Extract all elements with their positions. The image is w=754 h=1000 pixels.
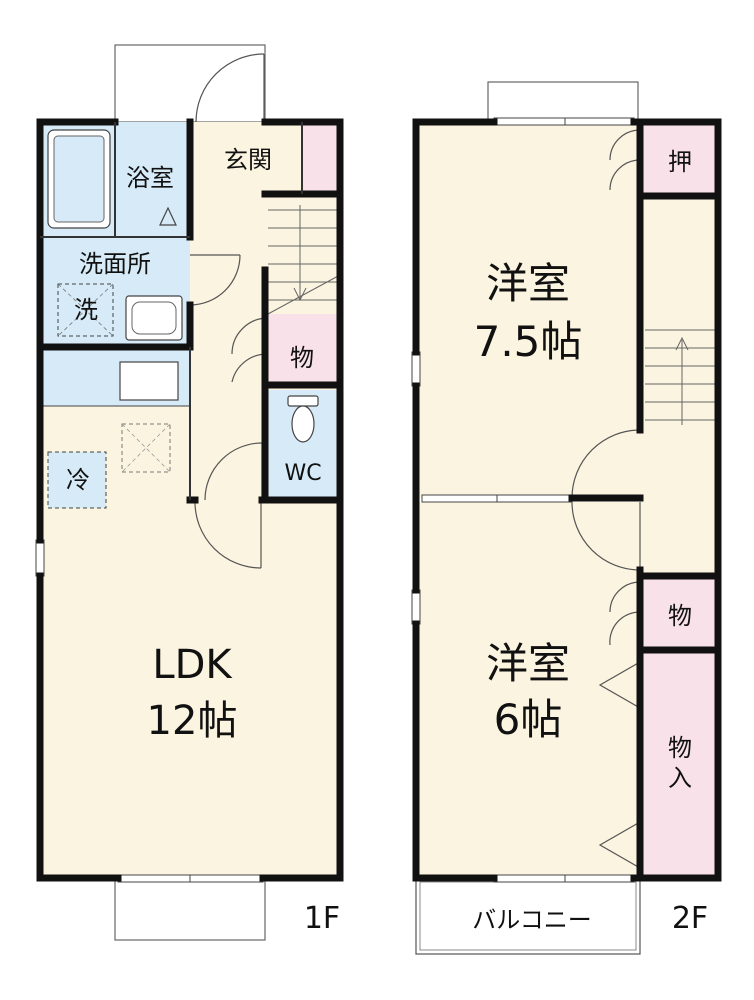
pantry-box — [121, 423, 171, 473]
room-75-name-label: 洋室 — [486, 259, 570, 308]
closet-tall-floor — [640, 652, 718, 878]
toilet-tank — [287, 395, 319, 407]
bath-label: 浴室 — [126, 164, 174, 192]
room-6-floor — [416, 502, 640, 878]
vanity-basin — [131, 301, 177, 335]
stairs-1f — [267, 205, 341, 315]
shoe-box-floor — [302, 122, 340, 194]
room-6-size-label: 6帖 — [494, 695, 563, 744]
bathtub-inner — [53, 135, 105, 223]
closet-tall-label-2: 入 — [668, 764, 692, 792]
entrance-label: 玄関 — [224, 146, 272, 174]
floor-1-level-label: 1F — [304, 901, 340, 936]
porch-outline — [114, 44, 266, 123]
closet-small-label: 物 — [668, 602, 692, 630]
fridge-label: 冷 — [66, 466, 90, 494]
walls-2f — [412, 118, 722, 882]
terrace-outline — [114, 877, 266, 941]
pantry-diag-1 — [121, 423, 171, 473]
wc-label: WC — [284, 461, 321, 486]
closet-tall-label-1: 物 — [668, 734, 692, 762]
floor-1: 浴室 玄関 洗面所 洗 冷 物 WC LDK 12帖 1F — [35, 44, 344, 941]
balcony-outline — [415, 877, 641, 955]
closet-small-floor — [640, 578, 718, 648]
toilet-bowl — [291, 405, 315, 443]
floor-2: 洋室 7.5帖 洋室 6帖 押 物 物 入 バルコニー 2F — [411, 81, 722, 955]
top-window-ledge — [487, 81, 639, 123]
thin-walls-1f — [40, 122, 303, 500]
room-75-size-label: 7.5帖 — [474, 317, 583, 366]
entrance-floor — [190, 122, 302, 194]
room-6-name-label: 洋室 — [486, 639, 570, 688]
oshiire-label: 押 — [668, 148, 692, 176]
storage-1f-label: 物 — [290, 344, 314, 372]
fridge-space — [47, 451, 107, 509]
floor-2-level-label: 2F — [672, 901, 708, 936]
pantry-diag-2 — [121, 423, 171, 473]
walls-1f — [36, 118, 344, 882]
room-75-floor — [416, 122, 640, 498]
ldk-name-label: LDK — [152, 642, 233, 688]
oshiire-floor — [640, 122, 718, 194]
washer-pan-diag-2 — [57, 283, 114, 337]
stairs-2f — [645, 329, 716, 425]
washroom-label: 洗面所 — [79, 250, 151, 278]
doors-2f — [571, 129, 641, 869]
sink — [119, 361, 179, 401]
hall-2f-floor — [640, 196, 718, 576]
shower-mark — [159, 206, 177, 226]
balcony-label: バルコニー — [472, 906, 592, 934]
ldk-size-label: 12帖 — [147, 698, 238, 744]
storage-1f-floor — [268, 314, 340, 384]
washer-label: 洗 — [74, 296, 98, 324]
